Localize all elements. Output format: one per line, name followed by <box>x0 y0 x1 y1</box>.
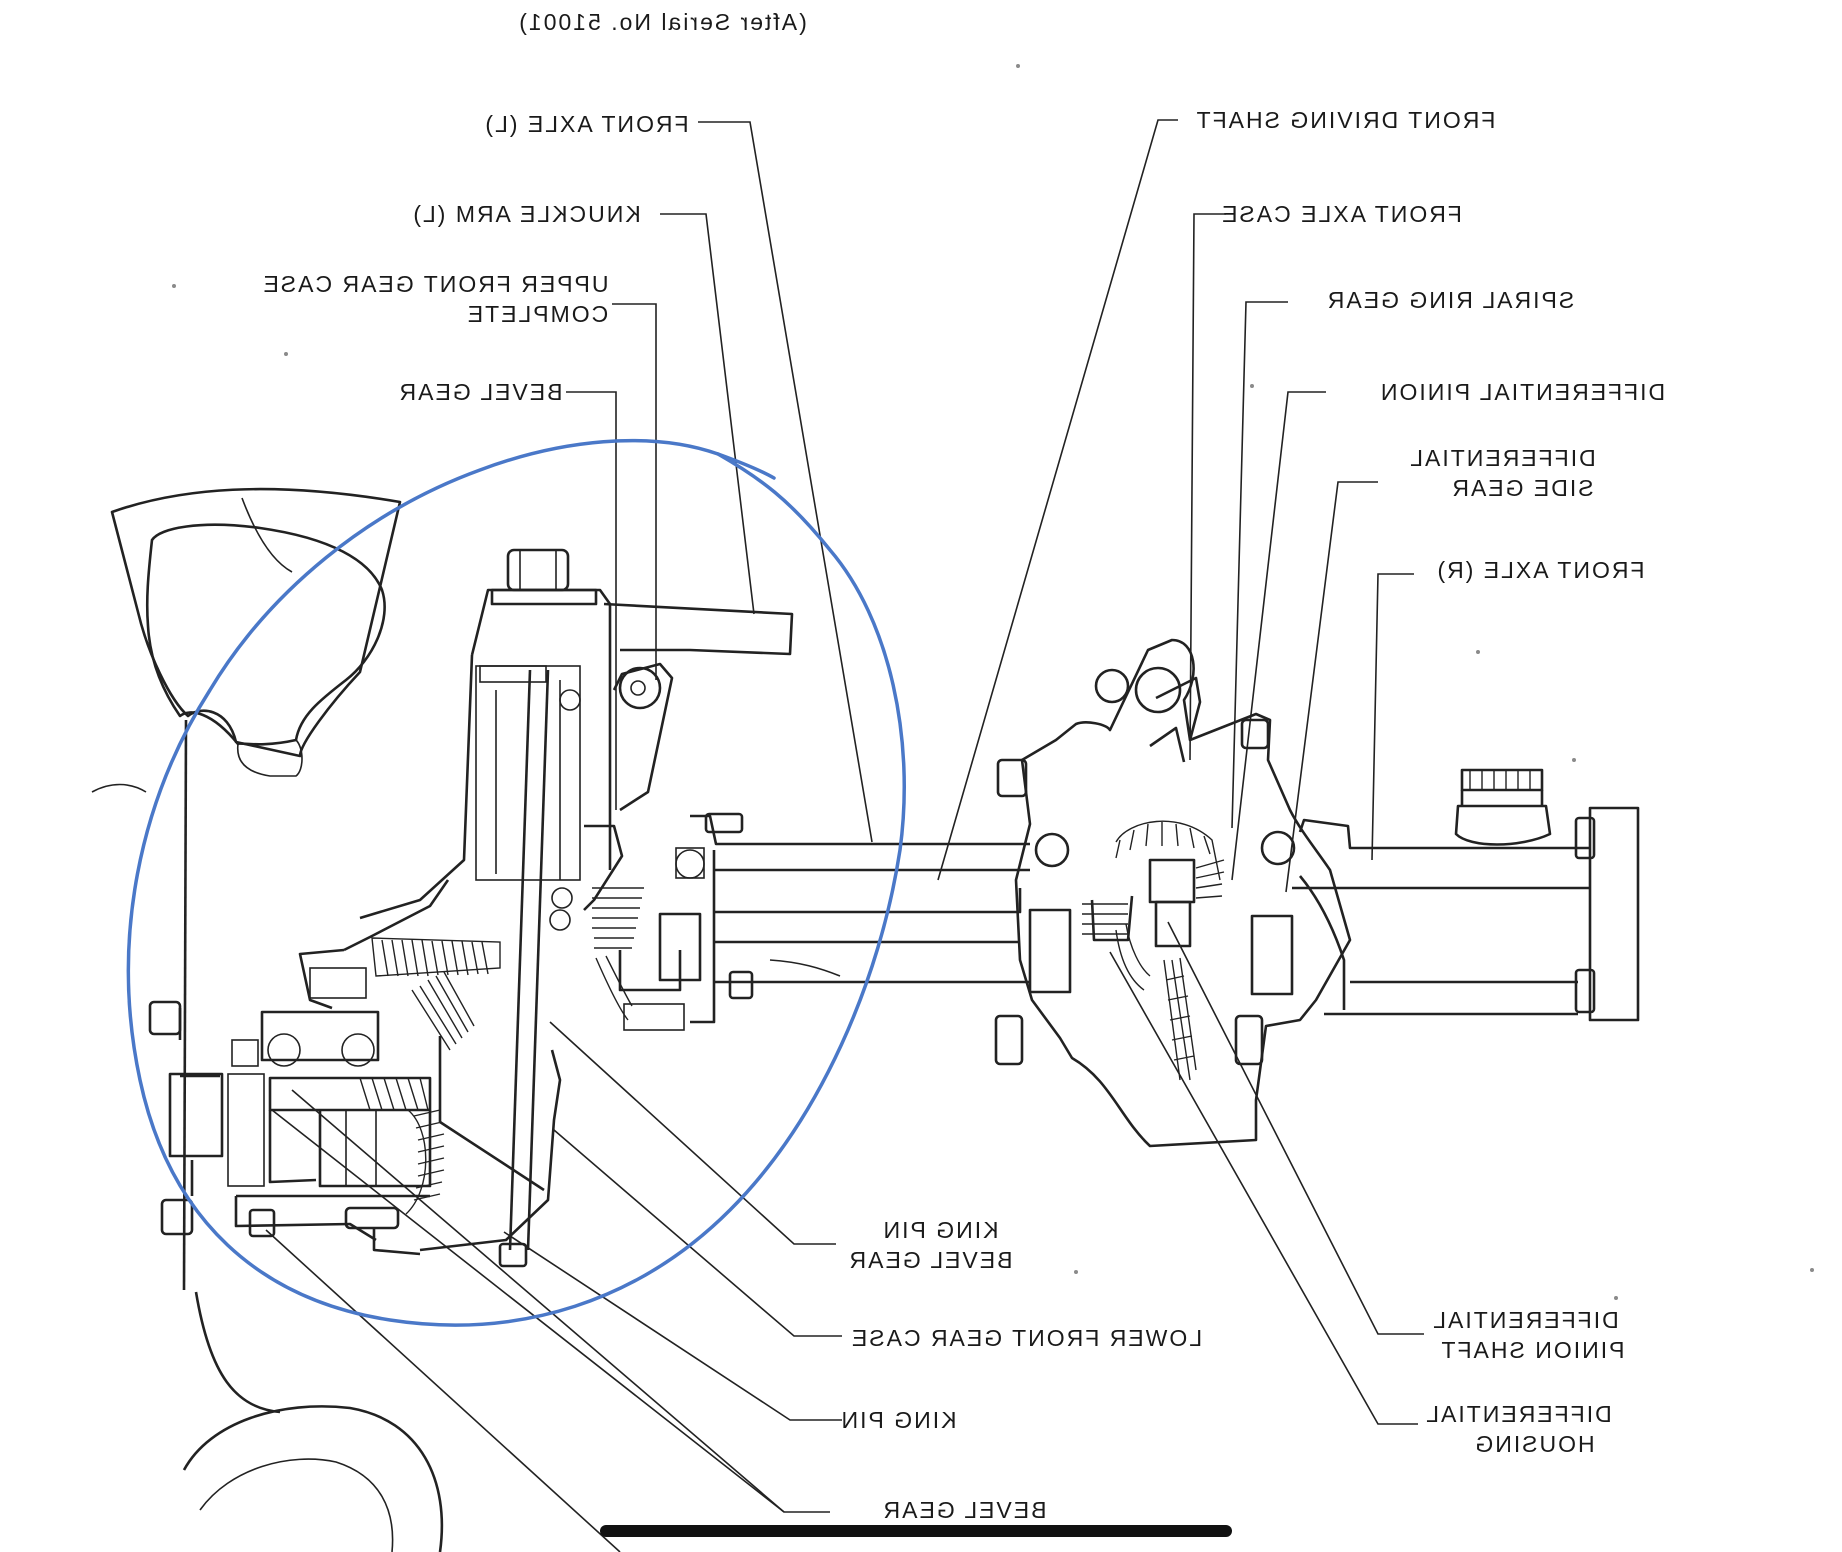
top-nut <box>506 548 570 592</box>
serial-note: (After Serial No. 51001) <box>517 9 807 35</box>
labels-group: (After Serial No. 51001) FRONT AXLE (L) … <box>261 9 1665 1523</box>
left-bolt-head-2 <box>160 1198 194 1236</box>
label-lower-front-gear-case: LOWER FRONT GEAR CASE <box>850 1325 1202 1351</box>
annotation-circle <box>126 438 906 1327</box>
label-differential-housing-2: HOUSING <box>1473 1431 1594 1457</box>
label-knuckle-arm-l: KNUCKLE ARM (L) <box>411 201 640 227</box>
label-front-axle-case: FRONT AXLE CASE <box>1220 201 1462 227</box>
spiral-ring-gear <box>1115 820 1221 1081</box>
leader-king-pin <box>503 1231 842 1421</box>
leader-lines <box>265 119 1424 1552</box>
hub-flange <box>168 1072 224 1158</box>
differential-pinion <box>1115 858 1225 991</box>
leader-king-pin-bevel-gear <box>549 1021 836 1245</box>
leader-king-pin-2 <box>291 1089 785 1513</box>
left-gear-case <box>148 548 794 1268</box>
label-front-driving-shaft: FRONT DRIVING SHAFT <box>1195 107 1496 133</box>
top-washer <box>490 588 598 606</box>
right-flange <box>1588 806 1640 1022</box>
right-axle-tube <box>1292 768 1640 1022</box>
tire-outline <box>91 487 444 1552</box>
lower-bearing-block <box>260 1010 380 1062</box>
label-bevel-gear-bottom: BEVEL GEAR <box>882 1497 1047 1523</box>
leader-front-axle-l <box>698 121 873 843</box>
king-pin-bevel-gear <box>405 1109 445 1215</box>
leader-knuckle-arm-l <box>660 213 755 615</box>
right-side-bearing <box>1250 914 1294 996</box>
left-side-bearing <box>1028 908 1072 994</box>
label-differential-pinion-shaft-2: PINION SHAFT <box>1439 1337 1624 1363</box>
leader-front-axle-r <box>1371 573 1414 861</box>
leader-bevel-gear-top <box>566 391 617 810</box>
label-upper-front-gear-case-complete: COMPLETE <box>466 301 609 327</box>
axle-tube <box>690 812 1030 1024</box>
label-upper-front-gear-case: UPPER FRONT GEAR CASE <box>261 271 608 297</box>
leader-front-axle-case <box>1189 213 1226 761</box>
seal-left <box>309 967 367 999</box>
leader-diff-pinion-shaft <box>1167 921 1424 1335</box>
label-differential-pinion-shaft: DIFFERENTIAL <box>1431 1307 1619 1333</box>
filler-cap <box>1454 804 1552 846</box>
label-king-pin-bevel-gear: KING PIN <box>882 1217 999 1243</box>
leader-lower-gear-case <box>553 1129 842 1337</box>
label-king-pin-bevel-gear-2: BEVEL GEAR <box>848 1247 1013 1273</box>
label-differential-side-gear: DIFFERENTIAL <box>1408 445 1596 471</box>
label-differential-side-gear-2: SIDE GEAR <box>1450 475 1593 501</box>
label-differential-housing: DIFFERENTIAL <box>1424 1401 1612 1427</box>
upper-bevel-gear <box>371 937 501 977</box>
differential-assembly <box>994 638 1352 1148</box>
label-differential-pinion: DIFFERENTIAL PINION <box>1379 379 1665 405</box>
axle-inner-bevel-gear <box>583 824 705 1021</box>
leader-front-driving-shaft <box>937 119 1178 881</box>
leader-spiral-ring-gear <box>1231 301 1288 829</box>
leader-differential-side-gear <box>1285 481 1378 893</box>
leader-differential-pinion <box>1231 391 1326 881</box>
seal-right <box>623 1003 685 1031</box>
leader-wheel-lower <box>265 1229 621 1552</box>
label-bevel-gear-top: BEVEL GEAR <box>398 379 563 405</box>
scan-specks <box>172 64 1814 1300</box>
label-front-axle-l: FRONT AXLE (L) <box>483 111 688 137</box>
leader-diff-housing <box>1109 951 1418 1425</box>
label-spiral-ring-gear: SPIRAL RING GEAR <box>1326 287 1574 313</box>
home-indicator[interactable] <box>600 1525 1232 1537</box>
label-front-axle-r: FRONT AXLE (R) <box>1435 557 1644 583</box>
label-king-pin: KING PIN <box>840 1407 957 1433</box>
left-bolt-head-1 <box>148 1000 182 1036</box>
leader-upper-gear-case <box>612 303 657 680</box>
